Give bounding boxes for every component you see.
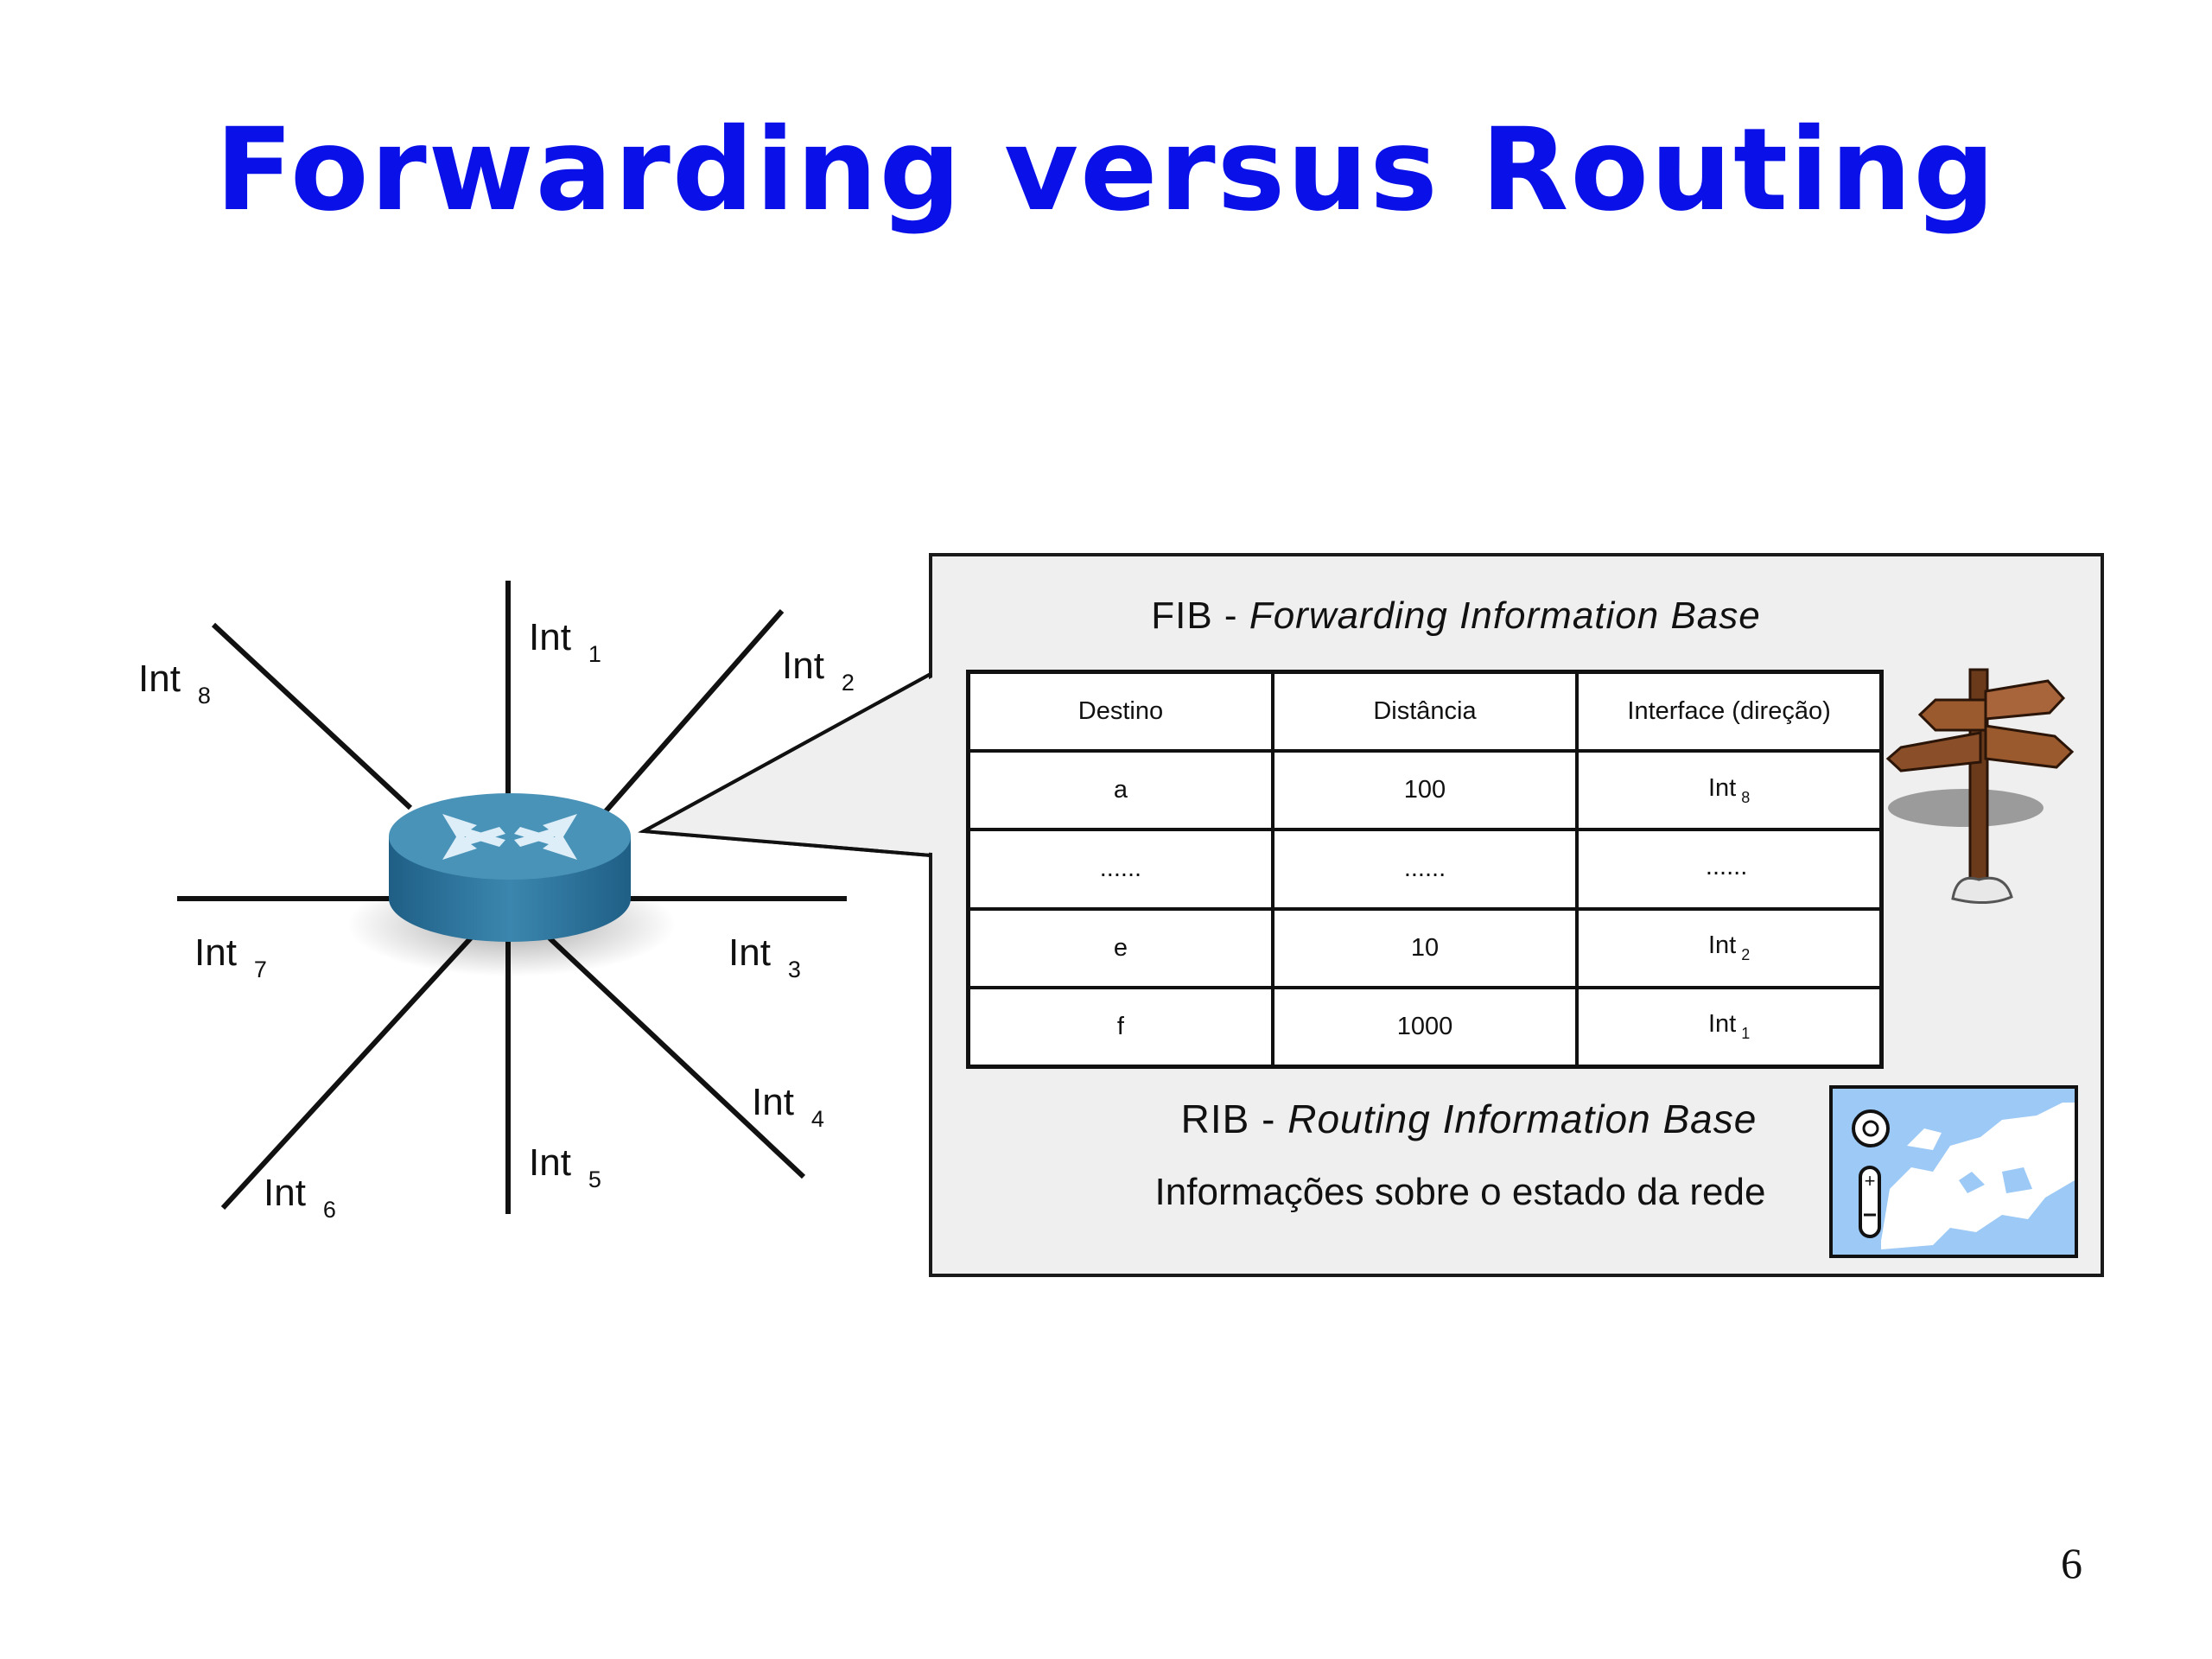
cell-interface-sub: 2 (1741, 946, 1751, 964)
cell-interface-label: Int (1707, 1010, 1737, 1039)
table-row: ...... ...... ...... (966, 828, 1884, 911)
interface-sub-4: 4 (811, 1106, 824, 1132)
interface-line-4 (542, 931, 806, 1179)
cell-distancia: 100 (1270, 749, 1580, 832)
signpost-icon (1885, 668, 2075, 905)
interface-label-1: Int (529, 616, 571, 658)
interface-label-7: Int (194, 931, 237, 974)
slide-title: Forwarding versus Routing (215, 104, 1997, 237)
cell-interface-label: Int (1707, 931, 1737, 960)
cell-interface-sub: 1 (1741, 1025, 1751, 1043)
header-destino: Destino (966, 670, 1274, 753)
cell-interface-label: Int (1707, 773, 1737, 802)
fib-title-italic: Forwarding Information Base (1249, 594, 1761, 637)
interface-label-4: Int (752, 1081, 794, 1123)
interface-label-2: Int (782, 645, 824, 687)
fib-title: FIB - Forwarding Information Base (929, 594, 1983, 638)
interface-sub-3: 3 (788, 957, 801, 982)
cell-interface: ...... (1575, 828, 1884, 911)
interface-label-3: Int (728, 931, 771, 974)
interface-sub-6: 6 (323, 1197, 336, 1223)
cell-interface-label: ...... (1705, 852, 1748, 880)
cell-destino: e (966, 906, 1274, 989)
fib-title-prefix: FIB - (1151, 594, 1249, 637)
interface-line-6 (220, 931, 478, 1211)
cell-destino: ...... (966, 828, 1274, 911)
rib-title-prefix: RIB - (1180, 1096, 1288, 1141)
fib-table: Destino Distância Interface (direção) a … (966, 670, 1884, 1069)
interface-label-6: Int (264, 1172, 306, 1214)
rib-title: RIB - Routing Information Base (1037, 1096, 1901, 1142)
cell-distancia: 1000 (1270, 985, 1580, 1069)
callout-pointer (638, 671, 932, 858)
cell-destino: a (966, 749, 1274, 832)
header-interface: Interface (direção) (1575, 670, 1884, 753)
interface-sub-5: 5 (588, 1166, 601, 1192)
cell-interface-sub: 8 (1741, 788, 1751, 806)
header-distancia: Distância (1270, 670, 1580, 753)
rib-description: Informações sobre o estado da rede (1154, 1171, 1766, 1213)
interface-sub-7: 7 (254, 957, 267, 982)
interface-sub-2: 2 (842, 670, 855, 696)
interface-label-5: Int (529, 1141, 571, 1184)
svg-text:+: + (1865, 1170, 1876, 1192)
cell-destino: f (966, 985, 1274, 1069)
cell-distancia: 10 (1270, 906, 1580, 989)
router-icon (347, 793, 676, 976)
interface-sub-8: 8 (198, 683, 211, 709)
map-icon: + (1829, 1085, 2078, 1258)
cell-distancia: ...... (1270, 828, 1580, 911)
table-header-row: Destino Distância Interface (direção) (966, 670, 1884, 753)
interface-sub-1: 1 (588, 641, 601, 667)
page-number: 6 (2061, 1539, 2082, 1587)
interface-line-8 (211, 622, 413, 810)
interface-label-8: Int (138, 658, 181, 700)
rib-title-italic: Routing Information Base (1287, 1096, 1758, 1141)
